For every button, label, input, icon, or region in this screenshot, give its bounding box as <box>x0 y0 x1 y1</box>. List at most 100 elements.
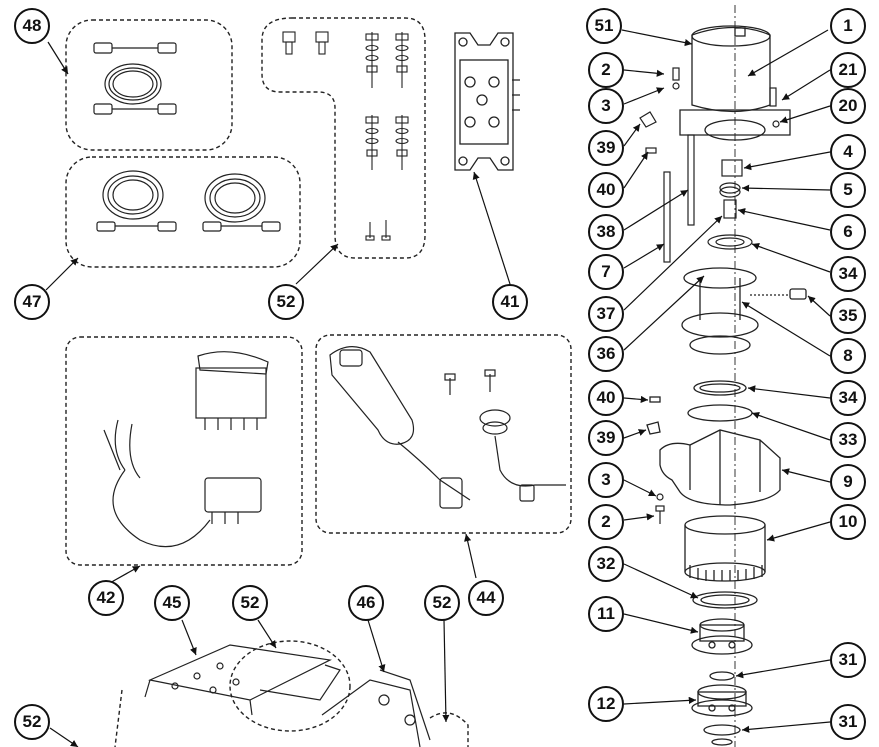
remote-control-44 <box>329 346 566 509</box>
callout-44: 44 <box>468 580 504 616</box>
callout-39: 39 <box>588 130 624 166</box>
callout-51: 51 <box>586 8 622 44</box>
callout-1: 1 <box>830 8 866 44</box>
callout-label: 21 <box>838 60 858 79</box>
group-42-outline <box>65 336 303 566</box>
leader-45 <box>181 619 197 656</box>
callout-42: 42 <box>88 580 124 616</box>
callout-48: 48 <box>14 8 50 44</box>
callout-label: 52 <box>432 593 452 612</box>
leader-35 <box>807 295 831 317</box>
callout-label: 20 <box>838 96 858 115</box>
callout-32: 32 <box>588 546 624 582</box>
callout-label: 10 <box>838 512 858 531</box>
leader-38 <box>623 189 689 231</box>
callout-label: 52 <box>276 292 296 311</box>
callout-11: 11 <box>588 596 624 632</box>
leader-10 <box>766 521 831 542</box>
leader-52-a <box>295 243 339 285</box>
leader-8 <box>741 301 831 357</box>
leader-20 <box>779 105 831 124</box>
leader-5 <box>741 184 831 192</box>
callout-label: 34 <box>838 388 858 407</box>
callout-label: 2 <box>601 512 611 531</box>
callout-10: 10 <box>830 504 866 540</box>
callout-46: 46 <box>348 585 384 621</box>
leader-34a <box>751 243 831 273</box>
callout-31: 31 <box>830 704 866 740</box>
leader-39b <box>623 429 647 439</box>
callout-7: 7 <box>588 254 624 290</box>
leader-31b <box>741 721 831 733</box>
callout-33: 33 <box>830 422 866 458</box>
planet-carrier-12 <box>691 684 753 717</box>
callout-label: 44 <box>476 588 496 607</box>
callout-38: 38 <box>588 214 624 250</box>
leader-52-d <box>49 727 79 747</box>
callout-label: 3 <box>601 470 611 489</box>
callout-21: 21 <box>830 52 866 88</box>
ring-gear-10 <box>684 515 766 582</box>
leader-7 <box>623 243 665 269</box>
callout-12: 12 <box>588 686 624 722</box>
callout-52: 52 <box>232 585 268 621</box>
leader-40b <box>623 395 649 403</box>
planet-carrier-11 <box>691 618 753 655</box>
callout-6: 6 <box>830 214 866 250</box>
callout-label: 5 <box>843 180 853 199</box>
drum-8 <box>681 267 807 355</box>
leader-31a <box>735 659 831 679</box>
leader-2b <box>623 513 655 521</box>
callout-label: 35 <box>838 306 858 325</box>
callout-label: 45 <box>162 593 182 612</box>
callout-label: 32 <box>596 554 616 573</box>
callout-label: 37 <box>596 304 616 323</box>
leader-39a <box>623 123 641 147</box>
callout-label: 2 <box>601 60 611 79</box>
callout-label: 31 <box>838 712 858 731</box>
callout-label: 42 <box>96 588 116 607</box>
callout-40: 40 <box>588 380 624 416</box>
callout-label: 38 <box>596 222 616 241</box>
leader-52-c <box>442 619 450 723</box>
callout-label: 9 <box>843 472 853 491</box>
motor-1 <box>679 25 791 141</box>
coupler-stack <box>707 159 753 250</box>
group-52-bottom-outline <box>114 640 469 747</box>
callout-label: 39 <box>596 138 616 157</box>
callout-2: 2 <box>588 504 624 540</box>
leader-3a <box>623 87 665 105</box>
callout-3: 3 <box>588 88 624 124</box>
top-fasteners <box>639 67 780 154</box>
gear-housing-9 <box>659 429 781 506</box>
ring-34-33 <box>646 380 753 435</box>
leader-2a <box>623 69 665 77</box>
callout-label: 11 <box>597 604 615 623</box>
callout-label: 7 <box>601 262 611 281</box>
washer-31-a <box>709 671 735 681</box>
leader-51 <box>621 29 693 47</box>
callout-label: 1 <box>843 16 853 35</box>
callout-label: 40 <box>596 388 616 407</box>
leader-48 <box>47 41 69 75</box>
callout-label: 36 <box>596 344 616 363</box>
callout-2: 2 <box>588 52 624 88</box>
callout-41: 41 <box>492 284 528 320</box>
leader-6 <box>737 208 831 231</box>
callout-label: 46 <box>356 593 376 612</box>
callout-label: 52 <box>22 712 42 731</box>
callout-36: 36 <box>588 336 624 372</box>
leader-1 <box>747 29 829 77</box>
callout-39: 39 <box>588 420 624 456</box>
leader-33 <box>751 411 831 441</box>
leader-4 <box>743 151 831 171</box>
hardware-kit-52 <box>282 31 409 241</box>
callout-5: 5 <box>830 172 866 208</box>
small-bolt-2-3 <box>655 493 665 524</box>
callout-label: 47 <box>22 292 42 311</box>
callout-47: 47 <box>14 284 50 320</box>
callout-40: 40 <box>588 172 624 208</box>
callout-label: 48 <box>22 16 42 35</box>
